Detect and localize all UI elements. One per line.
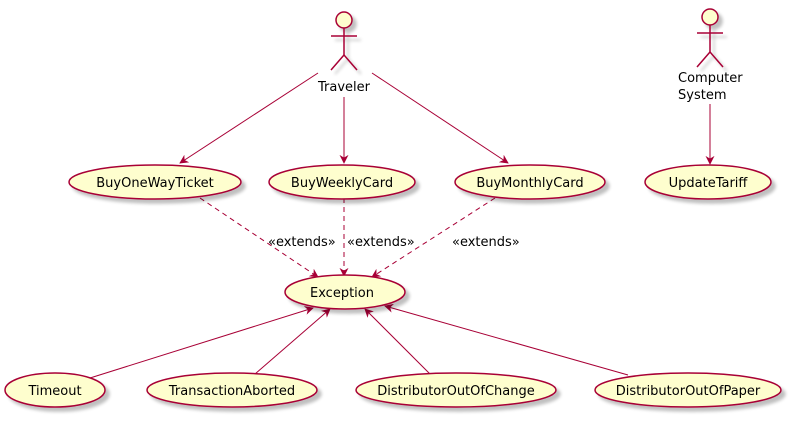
actor-traveler-head [335, 11, 353, 29]
actor-computer-head [701, 8, 719, 26]
actor-traveler-leg-right [343, 54, 358, 71]
usecase-timeout-label: Timeout [27, 384, 81, 399]
actor-computer-label-line1: Computer [678, 71, 743, 86]
actor-computer-label-line2: System [678, 88, 726, 103]
actor-traveler[interactable] [330, 11, 358, 71]
usecase-buyweeklycard-label: BuyWeeklyCard [291, 176, 393, 191]
actor-computer-system[interactable] [696, 8, 724, 68]
actor-computer-leg-left [696, 51, 711, 68]
actor-computer-leg-right [709, 51, 724, 68]
usecase-buymonthlycard-label: BuyMonthlyCard [476, 176, 583, 191]
extends-label-1: «extends» [268, 235, 336, 250]
usecase-timeout[interactable]: Timeout [4, 372, 106, 408]
usecase-distributoroutofpaper[interactable]: DistributorOutOfPaper [594, 372, 782, 408]
link-timeout-exception [89, 306, 314, 379]
usecase-distributoroutofchange[interactable]: DistributorOutOfChange [355, 372, 557, 408]
usecase-distributoroutofchange-label: DistributorOutOfChange [377, 384, 535, 399]
actor-traveler-label: Traveler [317, 80, 371, 95]
usecase-exception-label: Exception [310, 286, 374, 301]
usecase-updatetariff[interactable]: UpdateTariff [644, 164, 772, 200]
usecase-transactionaborted-label: TransactionAborted [168, 384, 295, 399]
extends-label-3: «extends» [452, 235, 520, 250]
assoc-traveler-buymonthlycard [371, 72, 509, 164]
usecase-buyonewayticket-label: BuyOneWayTicket [96, 176, 213, 191]
actor-traveler-leg-left [330, 54, 345, 71]
usecase-exception[interactable]: Exception [284, 274, 406, 310]
link-distributoroutofpaper-exception [384, 303, 629, 376]
usecase-buymonthlycard[interactable]: BuyMonthlyCard [454, 164, 606, 200]
usecase-buyweeklycard[interactable]: BuyWeeklyCard [268, 164, 416, 200]
usecase-buyonewayticket[interactable]: BuyOneWayTicket [68, 164, 242, 200]
link-distributoroutofchange-exception [364, 308, 431, 375]
usecase-distributoroutofpaper-label: DistributorOutOfPaper [616, 384, 761, 399]
usecase-updatetariff-label: UpdateTariff [669, 176, 749, 191]
extends-label-2: «extends» [347, 235, 415, 250]
link-transactionaborted-exception [254, 308, 331, 375]
usecase-transactionaborted[interactable]: TransactionAborted [146, 372, 318, 408]
extends-arrow-1 [199, 197, 319, 278]
extends-arrow-3 [371, 197, 496, 278]
assoc-traveler-buyonewayticket [179, 72, 319, 164]
